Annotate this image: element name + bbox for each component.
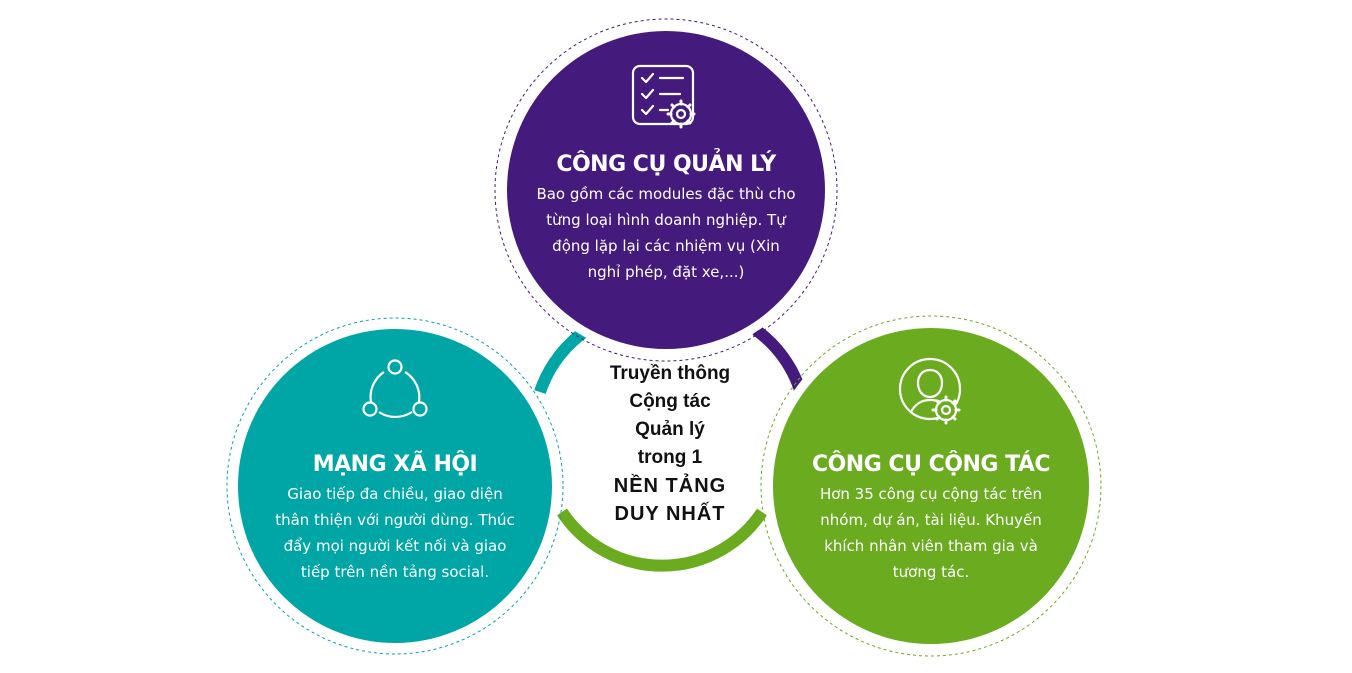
top-circle-title: CÔNG CỤ QUẢN LÝ (556, 152, 776, 177)
left-circle-dashed-outline (226, 317, 564, 655)
left-circle-description: Giao tiếp đa chiều, giao diện thân thiện… (275, 485, 515, 581)
network-nodes-icon (362, 359, 428, 419)
center-line-4: trong 1 (637, 447, 703, 468)
right-circle (773, 328, 1089, 644)
top-circle-content: CÔNG CỤ QUẢN LÝ Bao gồm các modules đặc … (536, 152, 796, 285)
right-circle-content: CÔNG CỤ CỘNG TÁC Hơn 35 công cụ cộng tác… (806, 452, 1056, 585)
center-line-5: NỀN TẢNG (613, 475, 727, 497)
top-circle (507, 31, 825, 349)
center-ring-green-arc (557, 508, 767, 572)
left-circle-content: MẠNG XÃ HỘI Giao tiếp đa chiều, giao diệ… (270, 452, 520, 585)
right-circle-title: CÔNG CỤ CỘNG TÁC (811, 452, 1051, 477)
center-line-1: Truyền thông (609, 363, 731, 384)
top-circle-dashed-outline (494, 18, 838, 362)
center-line-3: Quản lý (635, 419, 705, 440)
center-line-6: DUY NHẤT (614, 503, 726, 525)
right-circle-dashed-outline (760, 315, 1102, 657)
user-gear-icon (898, 357, 962, 425)
center-line-2: Cộng tác (629, 391, 711, 412)
left-circle (238, 329, 552, 643)
top-circle-description: Bao gồm các modules đặc thù cho từng loạ… (536, 185, 796, 281)
center-text: Truyền thông Cộng tác Quản lý trong 1 NỀ… (570, 360, 770, 528)
checklist-gear-icon (631, 64, 696, 129)
center-ring-purple-arc (752, 325, 806, 393)
right-circle-description: Hơn 35 công cụ cộng tác trên nhóm, dự án… (819, 485, 1043, 581)
left-circle-title: MẠNG XÃ HỘI (312, 452, 478, 477)
